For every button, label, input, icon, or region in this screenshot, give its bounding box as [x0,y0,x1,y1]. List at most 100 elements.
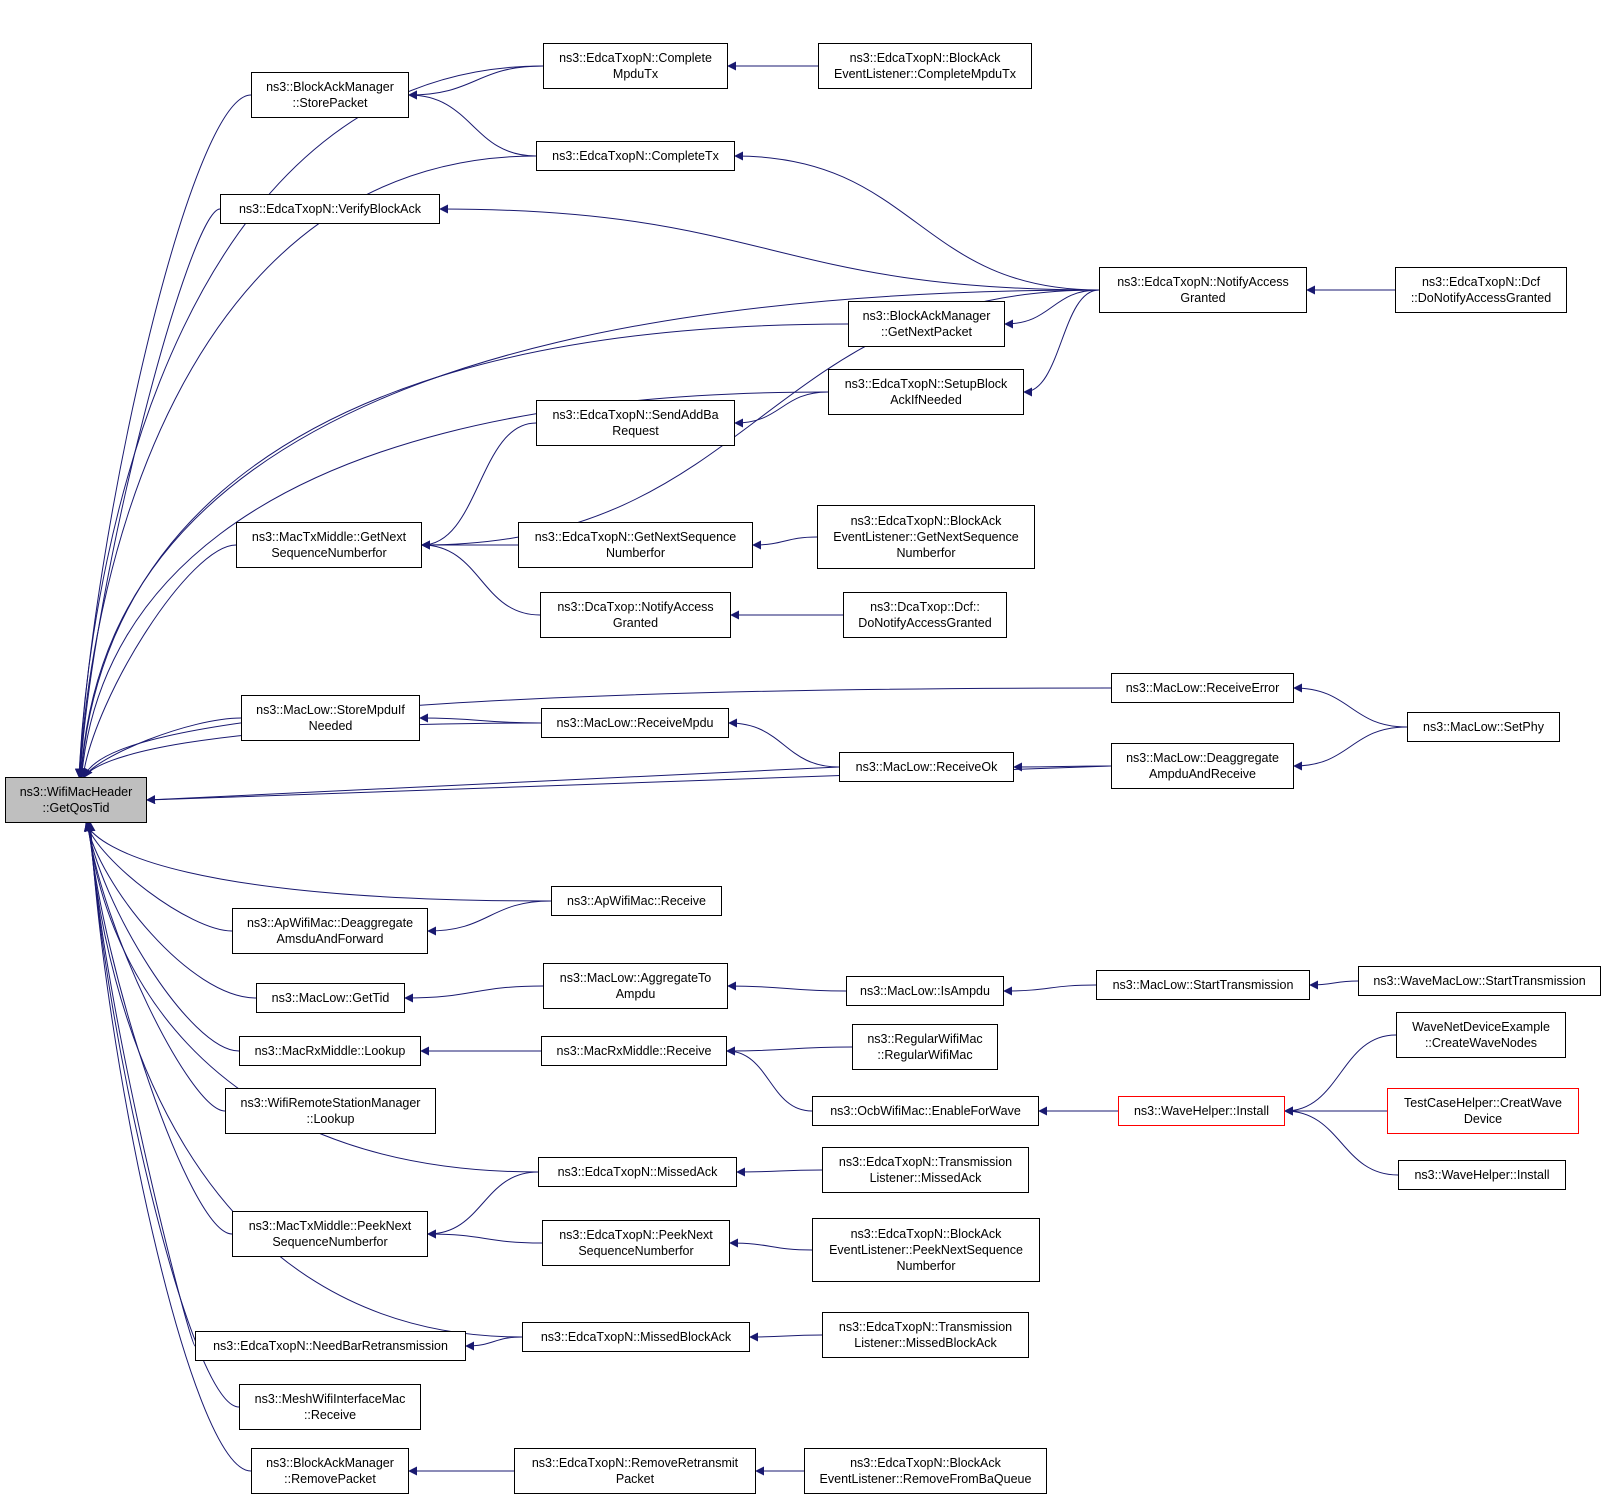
node-ocb-enable[interactable]: ns3::OcbWifiMac::EnableForWave [812,1096,1039,1126]
node-bam-store[interactable]: ns3::BlockAckManager::StorePacket [251,72,409,118]
node-edca-missedba[interactable]: ns3::EdcaTxopN::MissedBlockAck [522,1322,750,1352]
node-label-line: ns3::WaveHelper::Install [1133,1104,1269,1118]
edge-ml-recvok-to-ml-recvmpdu [728,718,840,768]
node-label-line: ns3::MacRxMiddle::Receive [556,1044,712,1058]
edge-edca-setup-to-edca-sendaddba [734,391,829,428]
node-ml-setphy[interactable]: ns3::MacLow::SetPhy [1407,712,1560,742]
node-label-line: ns3::BlockAckManager [266,80,394,94]
node-wh-install[interactable]: ns3::WaveHelper::Install [1118,1096,1285,1126]
edge-tl-missedack-to-edca-missedack [736,1167,823,1177]
node-label-line: ::Receive [303,1408,357,1422]
edge-bael-peeknext-to-edca-peeknext [729,1238,813,1251]
edge-edca-sendaddba-to-mtm-getnext [421,422,537,550]
edge-edca-notify-to-bam-getnext [1004,289,1100,329]
node-label-line: ns3::MacLow::GetTid [271,991,390,1005]
edge-edca-needbar-to-root [85,822,196,1347]
node-bam-getnext[interactable]: ns3::BlockAckManager::GetNextPacket [848,301,1005,347]
node-ml-recvok[interactable]: ns3::MacLow::ReceiveOk [839,752,1014,782]
node-label-line: ::DoNotifyAccessGranted [1410,291,1552,305]
edge-wh-install2-to-wh-install [1284,1106,1399,1176]
node-label-line: Granted [1180,291,1226,305]
node-mesh-recv[interactable]: ns3::MeshWifiInterfaceMac::Receive [239,1384,421,1430]
node-label-line: ns3::ApWifiMac::Deaggregate [246,916,414,930]
edge-wnde-create-to-wh-install [1284,1034,1397,1116]
node-reg-wifimac[interactable]: ns3::RegularWifiMac::RegularWifiMac [852,1024,998,1070]
node-label-line: ns3::WaveHelper::Install [1414,1168,1550,1182]
node-label-line: ns3::BlockAckManager [862,309,991,323]
edge-bam-remove-to-root [86,822,252,1472]
node-label-line: Granted [612,616,659,630]
node-edca-missedack[interactable]: ns3::EdcaTxopN::MissedAck [538,1157,737,1187]
node-ml-recvmpdu[interactable]: ns3::MacLow::ReceiveMpdu [541,708,729,738]
node-edca-needbar[interactable]: ns3::EdcaTxopN::NeedBarRetransmission [195,1331,466,1361]
node-wml-starttx[interactable]: ns3::WaveMacLow::StartTransmission [1358,966,1601,996]
node-wrsm-lookup[interactable]: ns3::WifiRemoteStationManager::Lookup [225,1088,436,1134]
node-label-line: Ampdu [615,987,656,1001]
edge-edca-notify-to-root [76,289,1100,778]
node-wnde-create[interactable]: WaveNetDeviceExample::CreateWaveNodes [1396,1012,1566,1058]
node-label-line: TestCaseHelper::CreatWave [1404,1096,1562,1110]
edge-ml-deagg-to-ml-recvok [1013,762,1112,772]
node-label-line: SequenceNumberfor [578,1244,694,1258]
edge-ml-storempdu-to-root [83,717,242,778]
node-label-line: ns3::MacLow::ReceiveOk [855,760,998,774]
node-ml-starttx[interactable]: ns3::MacLow::StartTransmission [1096,970,1310,1000]
edge-wrsm-lookup-to-root [84,822,226,1112]
node-label-line: ::RemovePacket [284,1472,376,1486]
node-label-line: ns3::OcbWifiMac::EnableForWave [830,1104,1021,1118]
edge-ml-recvmpdu-to-ml-storempdu [419,713,542,724]
node-label-line: ns3::EdcaTxopN::NeedBarRetransmission [213,1339,448,1353]
edge-bam-getnext-to-root [77,323,849,778]
node-ml-recverr[interactable]: ns3::MacLow::ReceiveError [1111,673,1294,703]
edge-edca-missedack-to-root [84,822,539,1173]
node-edca-complete-tx[interactable]: ns3::EdcaTxopN::CompleteTx [536,141,735,171]
node-edca-verify[interactable]: ns3::EdcaTxopN::VerifyBlockAck [220,194,440,224]
edge-mesh-recv-to-root [86,822,240,1408]
edge-edca-complete-tx-to-root [75,155,537,778]
node-bam-remove[interactable]: ns3::BlockAckManager::RemovePacket [251,1448,409,1494]
node-label-line: ns3::RegularWifiMac [867,1032,983,1046]
node-ml-isampdu[interactable]: ns3::MacLow::IsAmpdu [846,976,1004,1006]
edge-bael-getnextseq-to-edca-getnextseq [752,536,818,550]
node-label-line: ::GetNextPacket [880,325,972,339]
node-label-line: ns3::EdcaTxopN::RemoveRetransmit [531,1456,739,1470]
node-ap-recv[interactable]: ns3::ApWifiMac::Receive [551,886,722,916]
node-mrm-lookup[interactable]: ns3::MacRxMiddle::Lookup [239,1036,421,1066]
node-dca-dcf-notify[interactable]: ns3::DcaTxop::Dcf::DoNotifyAccessGranted [843,592,1007,638]
node-edca-dcf-notify[interactable]: ns3::EdcaTxopN::Dcf::DoNotifyAccessGrant… [1395,267,1567,313]
node-label-line: ns3::EdcaTxopN::Dcf [1421,275,1541,289]
node-ml-gettid[interactable]: ns3::MacLow::GetTid [256,983,405,1013]
edge-edca-missedack-to-mtm-peeknext [427,1171,539,1239]
node-label-line: ns3::WifiMacHeader [19,785,133,799]
node-label-line: ns3::ApWifiMac::Receive [567,894,706,908]
node-label-line: ns3::WaveMacLow::StartTransmission [1373,974,1586,988]
node-mrm-recv[interactable]: ns3::MacRxMiddle::Receive [541,1036,727,1066]
node-label-line: ns3::WifiRemoteStationManager [240,1096,421,1110]
node-wh-install2[interactable]: ns3::WaveHelper::Install [1398,1160,1566,1190]
node-label-line: ns3::EdcaTxopN::MissedBlockAck [540,1330,732,1344]
node-label-line: ns3::EdcaTxopN::BlockAck [850,514,1002,528]
